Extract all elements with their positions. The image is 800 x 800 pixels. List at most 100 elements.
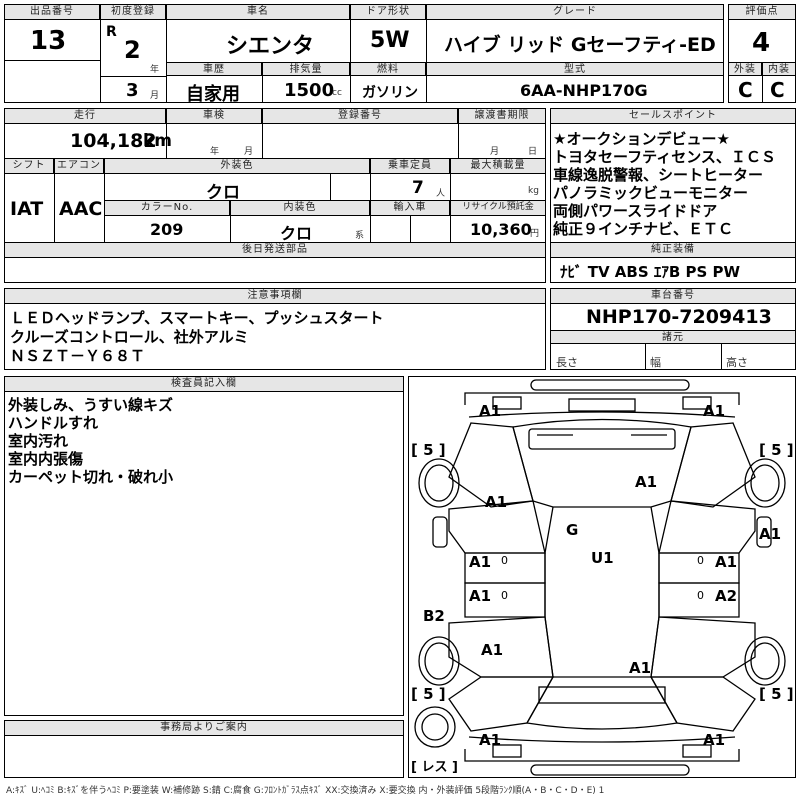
- shift-label: シフト: [4, 158, 54, 174]
- tire-front-right: [ 5 ]: [759, 441, 794, 459]
- history: 自家用: [186, 84, 240, 105]
- note-line: クルーズコントロール、社外アルミ: [10, 328, 249, 346]
- mark-a1: A1: [635, 473, 657, 491]
- rating-label: 評価点: [728, 4, 796, 20]
- fuel: ガソリン: [362, 85, 418, 101]
- color-no: 209: [150, 220, 184, 239]
- grade-label: グレード: [426, 4, 724, 20]
- inspection-year: 年: [210, 147, 220, 157]
- ext-label: 外装: [728, 62, 762, 76]
- mark-a1: A1: [485, 493, 507, 511]
- ac: AAC: [59, 198, 103, 220]
- door-type: 5W: [370, 28, 410, 53]
- mark-a1: A1: [469, 553, 491, 571]
- inspector-line: 室内汚れ: [8, 432, 69, 450]
- exterior-color: クロ: [206, 183, 240, 203]
- capacity-label: 乗車定員: [370, 158, 450, 174]
- first-reg-label: 初度登録: [100, 4, 166, 20]
- displacement: 1500: [284, 80, 335, 101]
- model-code: 6AA-NHP170G: [520, 81, 648, 100]
- office-label: 事務局よりご案内: [4, 720, 404, 736]
- mark-small: 0: [697, 589, 704, 602]
- inspector-block: [4, 376, 404, 716]
- recycle-unit: 円: [530, 229, 540, 239]
- ext-grade: C: [738, 78, 753, 102]
- sales-point-line: 車線逸脱警報、シートヒーター: [553, 166, 764, 184]
- mark-a1: A1: [715, 553, 737, 571]
- door-label: ドア形状: [350, 4, 426, 20]
- history-label: 車歴: [166, 62, 262, 76]
- inspector-label: 検査員記入欄: [4, 376, 404, 392]
- dim-length: 長さ: [556, 356, 578, 369]
- mark-small: 0: [697, 554, 704, 567]
- car-diagram: A1 A1 A1 A1 A1 A1 A1 A1 A1 A1 A1 A1 A1 A…: [408, 376, 796, 778]
- rating: 4: [752, 28, 771, 58]
- plate-label: 登録番号: [262, 108, 458, 124]
- lot-label: 出品番号: [4, 4, 100, 20]
- mark-a1: A1: [479, 402, 501, 420]
- transfer-label: 譲渡書期限: [458, 108, 546, 124]
- header-block: [4, 4, 724, 103]
- cc-unit: cc: [332, 88, 342, 98]
- inspector-line: カーペット切れ・破れ小: [8, 468, 174, 486]
- mark-small: 0: [501, 589, 508, 602]
- mark-a1: A1: [703, 731, 725, 749]
- mark-a1: A1: [469, 587, 491, 605]
- inspection-month: 月: [244, 147, 254, 157]
- mark-b2: B2: [423, 607, 445, 625]
- recycle-fee: 10,360: [470, 220, 532, 239]
- ac-label: エアコン: [54, 158, 104, 174]
- car-name: シエンタ: [226, 34, 315, 59]
- mileage-label: 走行: [4, 108, 166, 124]
- chassis-label: 車台番号: [550, 288, 796, 304]
- interior-color: クロ: [280, 224, 313, 243]
- sales-point-line: 両側パワースライドドア: [553, 202, 718, 220]
- int-grade: C: [770, 78, 785, 102]
- int-color-label: 内装色: [230, 200, 370, 216]
- sales-point-line: トヨタセーフティセンス、ＩＣＳ: [553, 148, 776, 166]
- transfer-month: 月: [490, 147, 500, 157]
- dims-label: 諸元: [550, 330, 796, 344]
- mark-a1: A1: [481, 641, 503, 659]
- reg-month: 3: [126, 80, 139, 101]
- later-parts-label: 後日発送部品: [4, 242, 546, 258]
- sales-point-line: ★オークションデビュー★: [553, 130, 730, 148]
- mark-a1: A1: [629, 659, 651, 677]
- inspector-line: 室内内張傷: [8, 450, 84, 468]
- equipment-items: ﾅﾋﾞ TV ABS ｴｱB PS PW: [560, 263, 741, 281]
- mark-g: G: [566, 521, 578, 539]
- mileage: 104,182: [70, 130, 157, 152]
- mark-a1: A1: [703, 402, 725, 420]
- int-color-unit: 系: [355, 231, 365, 241]
- inspector-line: 外装しみ、うすい線キズ: [8, 396, 174, 414]
- load-label: 最大積載量: [450, 158, 546, 174]
- tire-rear-left: [ 5 ]: [411, 685, 446, 703]
- import-label: 輸入車: [370, 200, 450, 216]
- equipment-label: 純正装備: [550, 242, 796, 258]
- note-line: ＮＳＺＴ－Ｙ６８Ｔ: [10, 347, 146, 365]
- mark-small: 0: [501, 554, 508, 567]
- int-label: 内装: [762, 62, 796, 76]
- dim-height: 高さ: [726, 356, 748, 369]
- mark-a1: A1: [479, 731, 501, 749]
- notes-label: 注意事項欄: [4, 288, 546, 304]
- fuel-label: 燃料: [350, 62, 426, 76]
- color-label: 外装色: [104, 158, 370, 174]
- month-unit: 月: [150, 91, 160, 101]
- sales-point-line: 純正９インチナビ、ＥＴＣ: [553, 220, 734, 238]
- color-no-label: カラーNo.: [104, 200, 230, 216]
- note-line: ＬＥＤヘッドランプ、スマートキー、プッシュスタート: [10, 309, 384, 327]
- inspection-label: 車検: [166, 108, 262, 124]
- tire-front-left: [ 5 ]: [411, 441, 446, 459]
- tire-rear-right: [ 5 ]: [759, 685, 794, 703]
- chassis-number: NHP170-7209413: [586, 306, 772, 328]
- mark-a2: A2: [715, 587, 737, 605]
- era: R: [106, 24, 117, 40]
- mileage-unit: km: [143, 131, 173, 151]
- recycle-label: リサイクル預託金: [450, 200, 546, 216]
- year-unit: 年: [150, 65, 160, 75]
- model-label: 型式: [426, 62, 724, 76]
- sales-point-line: パノラミックビューモニター: [553, 184, 749, 202]
- inspector-line: ハンドルすれ: [8, 414, 99, 432]
- mark-u1: U1: [591, 549, 614, 567]
